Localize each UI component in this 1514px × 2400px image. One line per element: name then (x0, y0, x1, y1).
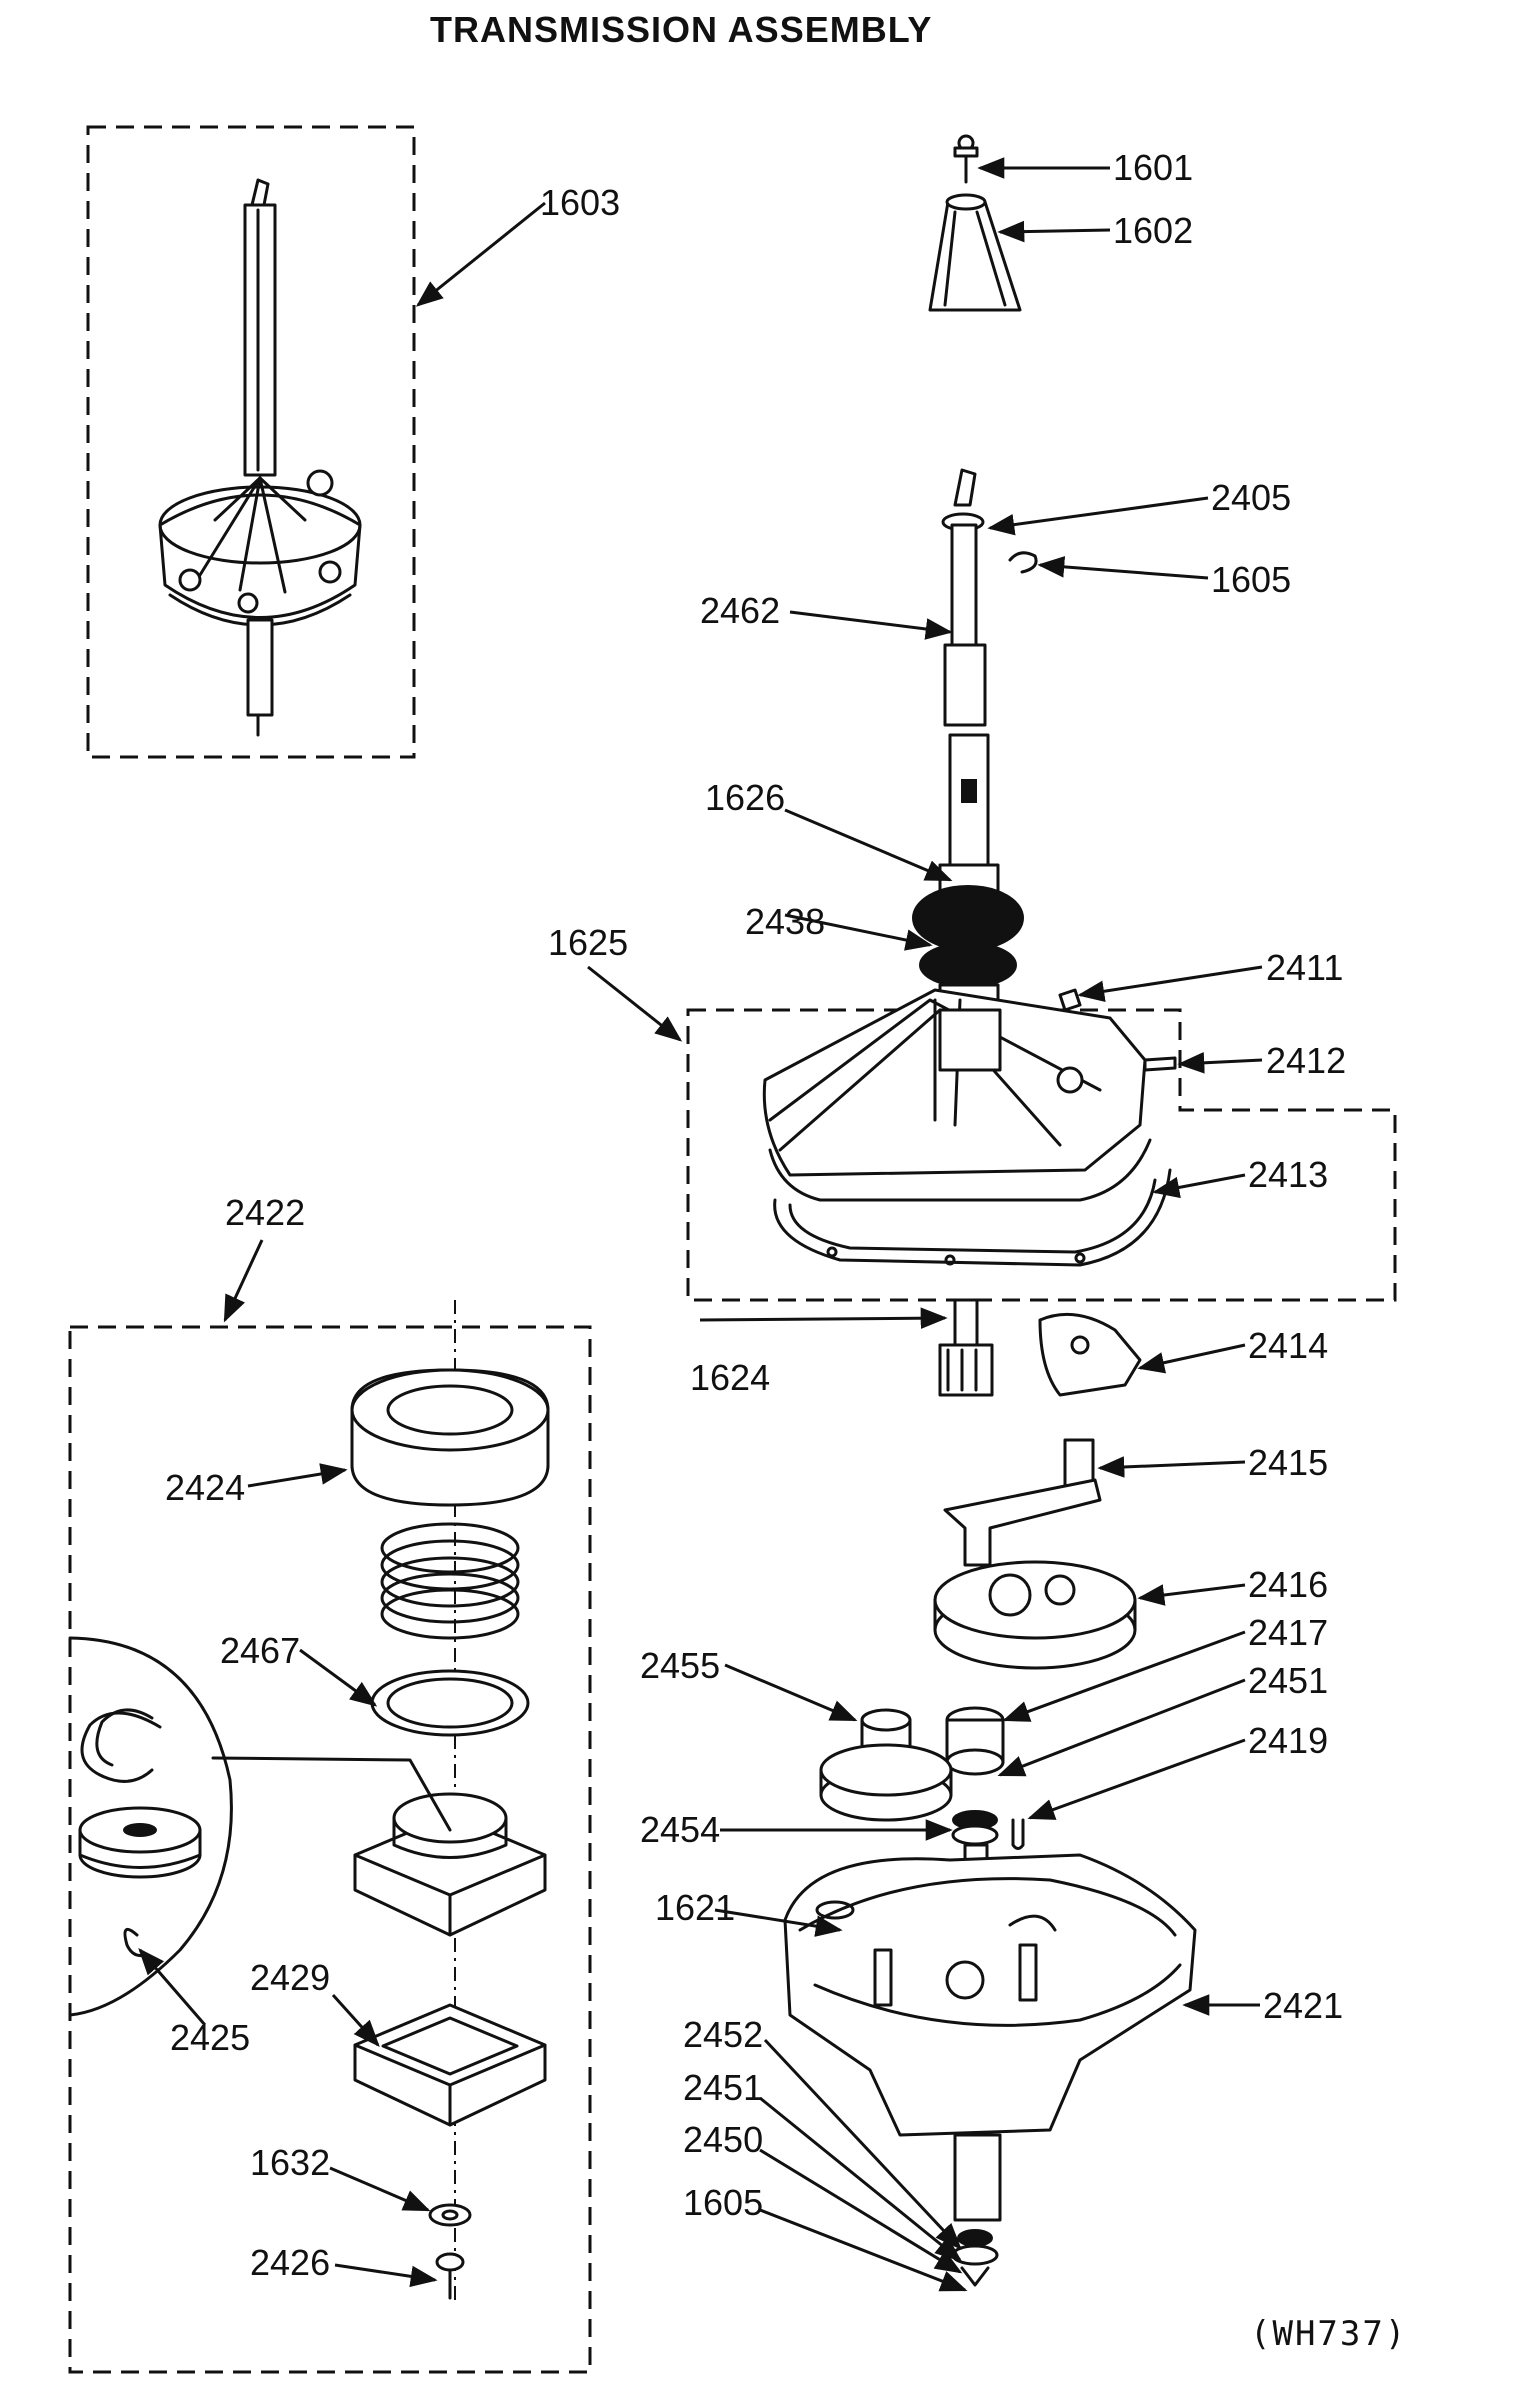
callout-2424: 2424 (165, 1467, 245, 1508)
part-seal-housing (353, 1792, 547, 1937)
callout-2422: 2422 (225, 1192, 305, 1233)
callout-2429: 2429 (250, 1957, 330, 1998)
callout-1605-top: 1605 (1211, 559, 1291, 600)
part-2429-retainer (353, 2003, 547, 2127)
callout-2421: 2421 (1263, 1985, 1343, 2026)
callout-2454: 2454 (640, 1809, 720, 1850)
detail-pointer-line (211, 1756, 452, 1832)
leader-lines (138, 157, 1263, 2292)
part-2462-main-shaft (938, 468, 1000, 897)
callout-2462: 2462 (700, 590, 780, 631)
callout-2450: 2450 (683, 2119, 763, 2160)
callout-2451-top: 2451 (1248, 1660, 1328, 1701)
callout-2416: 2416 (1248, 1564, 1328, 1605)
callout-2411: 2411 (1266, 947, 1343, 988)
group-box-1625 (686, 1008, 1397, 1302)
callout-2413: 2413 (1248, 1154, 1328, 1195)
callout-2425: 2425 (170, 2017, 250, 2058)
part-2415-crank (943, 1438, 1102, 1567)
part-1602-agitator-cap (928, 193, 1022, 312)
callout-1632: 1632 (250, 2142, 330, 2183)
group-box-2422 (68, 1325, 592, 2374)
callout-1626: 1626 (705, 777, 785, 818)
callout-2417: 2417 (1248, 1612, 1328, 1653)
part-2450-bottom-hardware (951, 2229, 999, 2287)
part-2417-pinion (945, 1706, 1005, 1776)
part-2454-washer (951, 1810, 999, 1846)
part-2416-main-gear (933, 1560, 1137, 1670)
callout-1625: 1625 (548, 922, 628, 963)
part-1601-cap-screw (953, 134, 979, 184)
part-1605-top-clip (1008, 551, 1038, 574)
part-2413-gasket (773, 1168, 1172, 1267)
callout-1621: 1621 (655, 1887, 735, 1928)
callout-2426: 2426 (250, 2242, 330, 2283)
part-2467-spring (380, 1522, 520, 1640)
part-1632-washer (428, 2203, 472, 2227)
callout-2412: 2412 (1266, 1040, 1346, 1081)
part-bearing (78, 1806, 202, 1879)
part-1603-drawing (158, 178, 362, 737)
callout-1603: 1603 (540, 182, 620, 223)
callout-2415: 2415 (1248, 1442, 1328, 1483)
part-snap-ring (80, 1708, 162, 1783)
part-1624-pinion-shaft (938, 1298, 994, 1397)
callout-labels: 1601 1602 1603 2405 1605 2462 1626 2438 … (165, 147, 1346, 2283)
group-box-1603 (86, 125, 416, 759)
callout-2414: 2414 (1248, 1325, 1328, 1366)
part-2467-washer (370, 1669, 530, 1737)
diagram-title: TRANSMISSION ASSEMBLY (430, 9, 932, 50)
callout-1605-bottom: 1605 (683, 2182, 763, 2223)
part-2414-sector-gear (1038, 1312, 1142, 1397)
callout-1624: 1624 (690, 1357, 770, 1398)
part-2419-key (1011, 1818, 1025, 1850)
callout-2451-bottom: 2451 (683, 2067, 763, 2108)
part-2424-seal-ring (350, 1368, 550, 1507)
part-2455-gear (819, 1708, 953, 1822)
callout-2455: 2455 (640, 1645, 720, 1686)
callout-2419: 2419 (1248, 1720, 1328, 1761)
callout-2467: 2467 (220, 1630, 300, 1671)
callout-1602: 1602 (1113, 210, 1193, 251)
drawing-code: (WH737) (1250, 2314, 1407, 2354)
callout-2405: 2405 (1211, 477, 1291, 518)
callout-1601: 1601 (1113, 147, 1193, 188)
part-1625-cover (762, 988, 1177, 1202)
part-2438-bearing (912, 885, 1024, 1017)
callout-2452: 2452 (683, 2014, 763, 2055)
callout-2438: 2438 (745, 901, 825, 942)
detail-bubble (68, 1636, 233, 2017)
part-2426-screw (435, 2252, 465, 2300)
part-2421-gear-case (783, 1853, 1197, 2222)
